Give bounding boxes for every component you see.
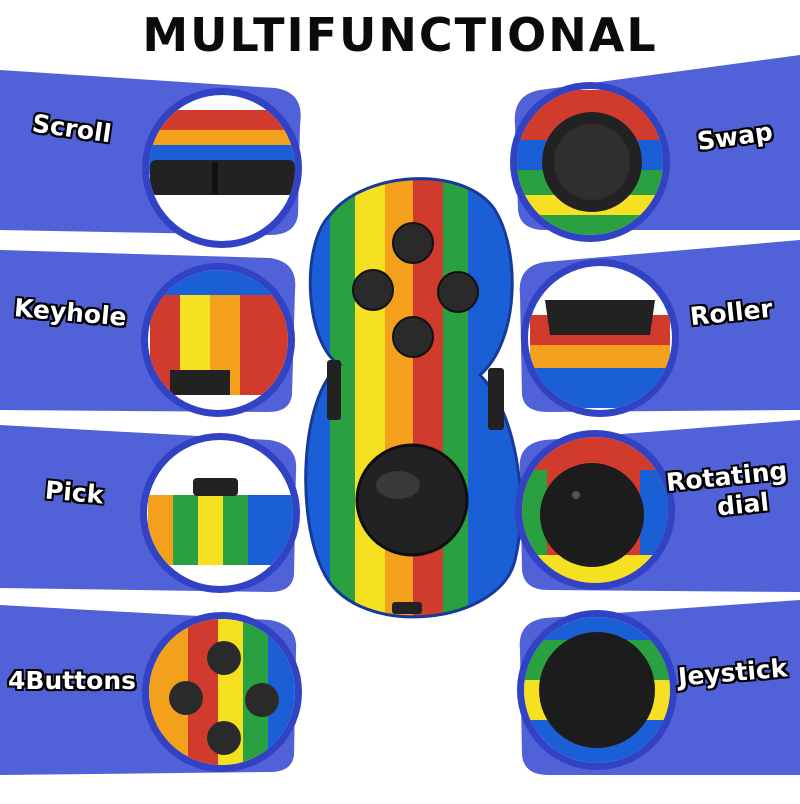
- joystick-closeup: [517, 610, 677, 770]
- pick-label: Pick: [43, 475, 105, 510]
- page-title: MULTIFUNCTIONAL: [142, 8, 658, 62]
- four-buttons-closeup: [142, 612, 302, 772]
- roller-closeup: [521, 259, 679, 417]
- rotating-dial-closeup: [515, 430, 675, 590]
- keyhole-closeup: [141, 263, 295, 417]
- swap-closeup: [510, 82, 670, 242]
- four-buttons-label: 4Buttons: [8, 666, 137, 695]
- fidget-pad: [304, 177, 523, 619]
- pick-closeup: [140, 433, 300, 593]
- rotating-dial-label-line2: dial: [715, 487, 771, 522]
- scroll-closeup: [142, 88, 302, 248]
